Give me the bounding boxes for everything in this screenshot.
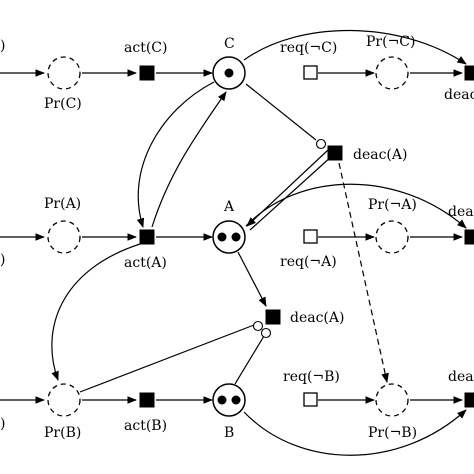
place-pr-b <box>47 383 81 417</box>
label-place-a: A <box>223 199 235 215</box>
transition-deac-a-lower <box>265 309 281 325</box>
edge-act-a-to-c <box>151 91 227 228</box>
transition-deac-b-edge <box>464 392 474 408</box>
place-a <box>212 220 246 254</box>
inhibitor-arc-end <box>252 320 264 332</box>
edges <box>0 29 467 456</box>
label-deac-a-lower: deac(A) <box>290 310 344 326</box>
label-deac-a-edge: dea <box>448 204 474 220</box>
label-pr-c: Pr(C) <box>44 96 82 112</box>
label-pr-not-a: Pr(¬A) <box>368 197 417 213</box>
edge-c-to-act-a <box>136 81 215 228</box>
label-deac-c-edge: deac <box>444 87 474 103</box>
label-req-not-a: req(¬A) <box>280 254 337 270</box>
left-paren-label-row-a: ) <box>0 252 5 268</box>
label-act-b: act(B) <box>124 418 167 434</box>
place-pr-not-b <box>375 383 409 417</box>
edge-b-arc-to-deac <box>243 409 467 456</box>
place-b <box>212 383 246 417</box>
edge-c-to-deac-a-upper <box>245 83 317 141</box>
edge-deac-a-upper-to-a-1 <box>246 149 329 227</box>
token <box>217 232 227 242</box>
edge-deac-a-upper-to-pr-not-b <box>338 162 389 383</box>
transition-deac-a-upper <box>327 145 343 161</box>
label-act-a: act(A) <box>124 255 167 271</box>
transition-deac-a-edge <box>464 229 474 245</box>
transition-deac-c-edge <box>464 65 474 81</box>
transition-act-c <box>139 65 155 81</box>
transition-act-a <box>139 229 155 245</box>
edge-act-a-to-pr-b <box>51 243 141 381</box>
transitions <box>139 65 474 408</box>
edge-deac-a-upper-to-a-2 <box>249 155 333 231</box>
place-c <box>212 56 246 90</box>
label-req-not-b: req(¬B) <box>283 369 340 385</box>
edge-pr-b-to-deac-a-lower <box>79 324 255 393</box>
edge-a-arc-to-deac <box>245 183 467 229</box>
label-pr-not-c: Pr(¬C) <box>366 34 415 50</box>
transition-act-b <box>139 392 155 408</box>
left-paren-label-row-b: ) <box>0 416 5 432</box>
transition-req-not-c <box>303 65 318 80</box>
place-pr-c <box>47 56 81 90</box>
label-act-c: act(C) <box>124 40 167 56</box>
inhibitor-arc-end <box>315 138 327 150</box>
labels: ) ) ) Pr(C) Pr(A) Pr(B) act(C) act(A) ac… <box>0 34 474 441</box>
token <box>231 232 241 242</box>
label-deac-b-edge: dea <box>448 369 474 385</box>
label-pr-not-b: Pr(¬B) <box>368 425 417 441</box>
edge-b-to-deac-a-lower <box>234 335 265 385</box>
place-pr-a <box>47 220 81 254</box>
label-place-c: C <box>224 36 235 52</box>
label-place-b: B <box>224 425 234 441</box>
inhibitor-arc-end <box>260 327 272 339</box>
label-req-not-c: req(¬C) <box>280 40 337 56</box>
transition-req-not-a <box>303 229 318 244</box>
token <box>231 395 241 405</box>
edge-c-arc-to-deac <box>243 29 467 65</box>
edge-a-to-deac-a-lower <box>237 251 267 307</box>
token <box>224 68 234 78</box>
left-paren-label-row-c: ) <box>0 38 5 54</box>
token <box>217 395 227 405</box>
label-deac-a-upper: deac(A) <box>353 147 407 163</box>
transition-req-not-b <box>303 392 318 407</box>
label-pr-a: Pr(A) <box>44 196 81 212</box>
place-pr-not-c <box>375 56 409 90</box>
label-pr-b: Pr(B) <box>44 425 81 441</box>
places <box>47 56 409 417</box>
place-pr-not-a <box>375 220 409 254</box>
